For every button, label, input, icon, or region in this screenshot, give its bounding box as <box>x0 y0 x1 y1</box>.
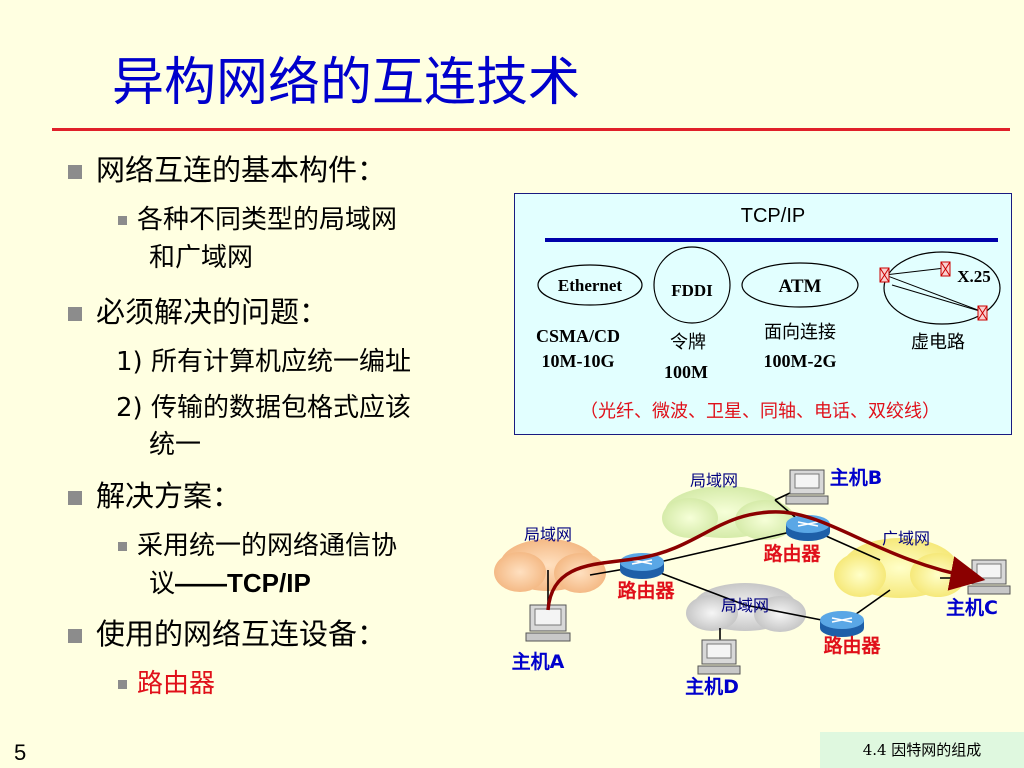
router-icon <box>820 611 864 637</box>
ethernet-ellipse <box>537 264 643 306</box>
fddi-label: FDDI <box>671 281 713 300</box>
conn-label: 面向连接 <box>764 322 836 343</box>
bullet-text: 各种不同类型的局域网 <box>137 205 398 235</box>
fddi-ring <box>653 246 731 324</box>
problem-2-cont: 统一 <box>149 430 202 460</box>
x25-node-icon <box>879 267 890 283</box>
router-label: 路由器 <box>763 542 821 565</box>
host-c-label: 主机C <box>946 597 998 619</box>
lan-cloud-left <box>494 539 606 593</box>
host-b-label: 主机B <box>830 467 882 489</box>
bullet-components: 网络互连的基本构件： <box>68 150 386 190</box>
x25-link <box>884 274 984 313</box>
tcpip-bar <box>545 238 998 242</box>
protocol-name: ——TCP/IP <box>175 568 311 598</box>
router-icon <box>620 553 664 579</box>
host-d-label: 主机D <box>685 676 739 698</box>
host-d-computer-icon <box>697 639 741 675</box>
problem-2: 2) 传输的数据包格式应该 <box>116 388 411 428</box>
vc-label: 虚电路 <box>911 332 965 353</box>
token-speed: 100M <box>664 362 708 382</box>
bullet-text: 网络互连的基本构件： <box>96 153 387 187</box>
x25-node-icon <box>940 261 951 277</box>
tcpip-label: TCP/IP <box>741 205 805 227</box>
bullet-square-icon <box>68 491 82 505</box>
bullet-solution: 解决方案： <box>68 476 241 516</box>
host-b-computer-icon <box>785 469 829 505</box>
sub-bullet-networks: 各种不同类型的局域网 <box>118 200 397 240</box>
lan-label-top: 局域网 <box>690 471 738 490</box>
problem-1: 1) 所有计算机应统一编址 <box>116 342 411 382</box>
x25-label: X.25 <box>957 267 991 286</box>
lan-cloud-top <box>662 486 795 540</box>
host-a-computer-icon <box>525 604 571 642</box>
bullet-text: 议 <box>149 569 176 599</box>
problem-number: 1) <box>116 347 143 377</box>
bullet-devices: 使用的网络互连设备： <box>68 614 386 654</box>
bullet-square-icon <box>118 542 127 551</box>
bullet-text: 解决方案： <box>96 479 242 513</box>
bullet-text: 路由器 <box>137 669 216 699</box>
sub-bullet-router: 路由器 <box>118 664 215 704</box>
bullet-text: 必须解决的问题： <box>96 295 329 329</box>
router-label: 路由器 <box>823 634 881 657</box>
bullet-text: 采用统一的网络通信协 <box>137 531 398 561</box>
conn-speed: 100M-2G <box>764 351 837 371</box>
csma-speed: 10M-10G <box>542 351 615 371</box>
page-number: 5 <box>14 740 27 765</box>
token-label: 令牌 <box>670 332 706 353</box>
sub-bullet-protocol: 采用统一的网络通信协 <box>118 526 397 566</box>
atm-label: ATM <box>779 276 822 297</box>
path-arrow-a-to-c <box>546 510 986 611</box>
title-divider <box>52 128 1010 131</box>
lan-label-middle: 局域网 <box>721 596 769 615</box>
media-label: （光纤、微波、卫星、同轴、电话、双绞线） <box>580 401 940 422</box>
x25-link <box>891 284 984 313</box>
problem-text: 传输的数据包格式应该 <box>150 393 411 423</box>
sub-bullet-networks-cont: 和广域网 <box>149 243 254 273</box>
sub-bullet-protocol-cont: 议——TCP/IP <box>149 563 311 604</box>
problem-text: 所有计算机应统一编址 <box>150 347 411 377</box>
bullet-text: 使用的网络互连设备： <box>96 617 387 651</box>
bullet-square-icon <box>68 629 82 643</box>
wan-label: 广域网 <box>882 529 930 548</box>
problem-number: 2) <box>116 393 143 423</box>
bullet-square-icon <box>118 216 127 225</box>
bullet-square-icon <box>68 307 82 321</box>
host-a-label: 主机A <box>512 651 565 673</box>
footer-section-label: 4.4 因特网的组成 <box>820 732 1024 768</box>
bullet-square-icon <box>68 165 82 179</box>
x25-node-icon <box>977 305 988 321</box>
csma-label: CSMA/CD <box>536 326 620 346</box>
router-label: 路由器 <box>617 579 675 602</box>
page-title: 异构网络的互连技术 <box>112 53 581 113</box>
x25-link <box>884 267 946 276</box>
lan-label-left: 局域网 <box>524 525 572 544</box>
atm-ellipse <box>741 262 859 308</box>
bullet-problems: 必须解决的问题： <box>68 292 328 332</box>
bullet-square-icon <box>118 680 127 689</box>
ethernet-label: Ethernet <box>558 276 623 295</box>
x25-cloud <box>883 251 1001 325</box>
